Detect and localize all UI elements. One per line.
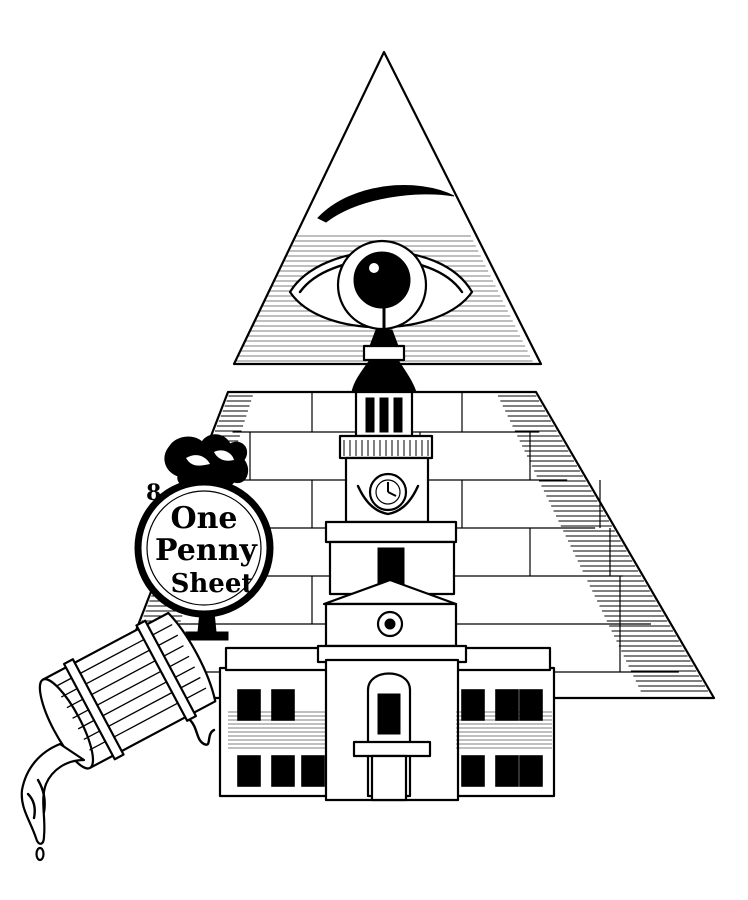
independence-hall-icon [218,329,556,802]
window [271,689,295,721]
clock-icon [356,472,420,516]
barrel-icon [20,611,217,862]
window [519,689,543,721]
window [271,755,295,787]
hall-windows [237,689,543,787]
window [519,755,543,787]
pyramid-right-hatching [497,395,708,692]
window [495,755,519,787]
window [461,755,485,787]
capstone [232,50,543,366]
all-seeing-eye-icon [288,239,474,331]
seal-line-sheet: Sheet [171,569,254,599]
seal-line-penny: Penny [155,533,258,568]
window [237,755,261,787]
window [301,755,325,787]
penny-seal-icon: 8 One Penny Sheet [134,434,274,641]
eyebrow [317,185,455,223]
window [237,689,261,721]
window [495,689,519,721]
window [461,689,485,721]
seal-line-one: One [170,501,237,536]
